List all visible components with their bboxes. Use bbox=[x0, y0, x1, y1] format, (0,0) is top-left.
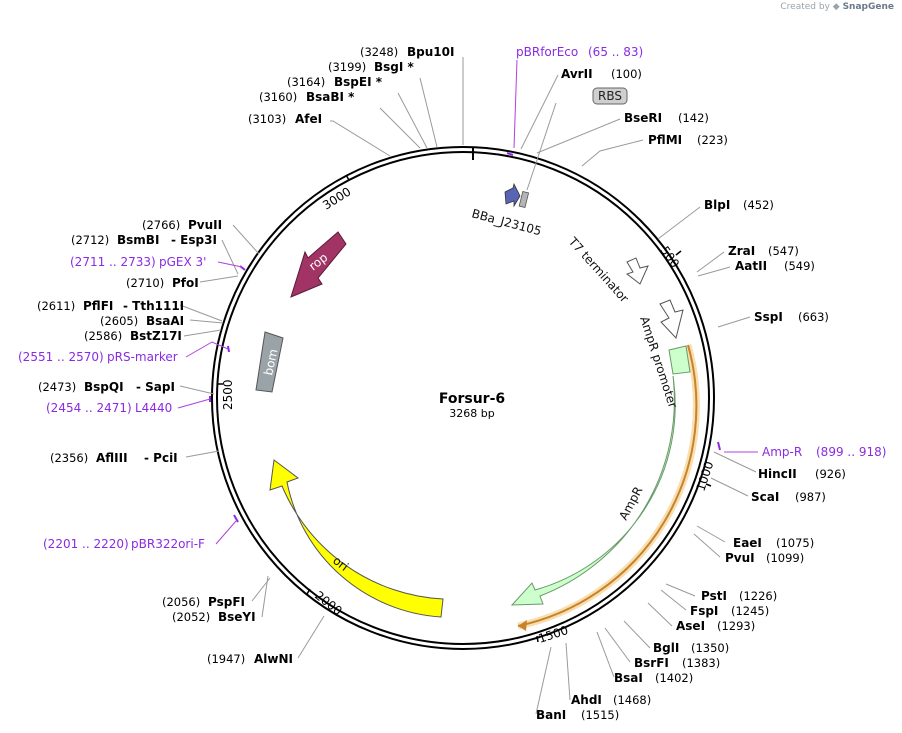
feature-ampr-label: AmpR bbox=[616, 484, 645, 522]
enzyme-site-afei[interactable]: (3103)AfeI bbox=[248, 112, 322, 126]
enzyme-site-bseri[interactable]: BseRI(142) bbox=[624, 111, 709, 125]
bba-j23105-icon[interactable] bbox=[504, 182, 521, 208]
feature-ori-arrow[interactable] bbox=[269, 459, 444, 618]
snapgene-logo-icon: ◆ bbox=[832, 2, 840, 12]
primer-site-amp-r bbox=[717, 441, 721, 451]
enzyme-site-bspqi[interactable]: (2473)BspQI- SapI bbox=[38, 380, 175, 394]
tick-1500: 1500 bbox=[537, 623, 570, 646]
backbone-inner-ring bbox=[216, 151, 710, 645]
backbone-outer-ring bbox=[211, 146, 715, 650]
primer-site-pbr322ori-f bbox=[233, 514, 239, 523]
enzyme-site-asei[interactable]: AseI(1293) bbox=[676, 619, 755, 633]
enzyme-site-bgli[interactable]: BglI(1350) bbox=[653, 641, 729, 655]
enzyme-site-eaei[interactable]: EaeI(1075) bbox=[733, 536, 814, 550]
enzyme-site-pvuii[interactable]: (2766)PvuII bbox=[142, 218, 222, 232]
orf-arrowhead-icon bbox=[518, 620, 527, 631]
tick-500: 500 bbox=[658, 244, 683, 271]
feature-ampr-promoter-shape[interactable] bbox=[668, 345, 691, 375]
primer-amp-r[interactable]: Amp-R(899 .. 918) bbox=[762, 445, 886, 459]
enzyme-site-alwni[interactable]: (1947)AlwNI bbox=[207, 652, 293, 666]
enzyme-site-pspfi[interactable]: (2056)PspFI bbox=[162, 595, 245, 609]
feature-bom-label: bom bbox=[261, 348, 280, 377]
t7-terminator-arrow-icon[interactable] bbox=[659, 299, 684, 340]
enzyme-site-bseyi[interactable]: (2052)BseYI bbox=[172, 610, 256, 624]
snapgene-watermark: Created by ◆ SnapGene bbox=[780, 2, 894, 12]
plasmid-name: Forsur-6 bbox=[439, 391, 505, 407]
primer-pbr322ori-f[interactable]: (2201 .. 2220)pBR322ori-F bbox=[43, 537, 205, 551]
enzyme-leaders bbox=[179, 57, 757, 715]
enzyme-site-aatii[interactable]: AatII(549) bbox=[735, 259, 815, 273]
enzyme-site-bsmbi[interactable]: (2712)BsmBI- Esp3I bbox=[71, 233, 217, 247]
enzyme-site-pvui[interactable]: PvuI(1099) bbox=[725, 551, 804, 565]
rbs-leader bbox=[526, 102, 557, 191]
rbs-label-box bbox=[592, 87, 628, 105]
feature-t7-terminator-label: T7 terminator bbox=[565, 234, 631, 306]
feature-rop-arrow[interactable] bbox=[290, 231, 347, 298]
enzyme-site-bstz17i[interactable]: (2586)BstZ17I bbox=[84, 329, 182, 343]
enzyme-site-bani[interactable]: BanI(1515) bbox=[536, 708, 619, 722]
feature-ampr-arrow[interactable] bbox=[510, 375, 676, 606]
enzyme-site-pflmi[interactable]: PflMI(223) bbox=[648, 133, 728, 147]
enzyme-site-bsaai[interactable]: (2605)BsaAI bbox=[100, 314, 184, 328]
enzyme-site-hincii[interactable]: HincII(926) bbox=[758, 467, 846, 481]
enzyme-site-avrii[interactable]: AvrII(100) bbox=[561, 67, 642, 81]
enzyme-site-bsabi[interactable]: (3160)BsaBI * bbox=[259, 90, 355, 104]
tick-2500: 2500 bbox=[221, 379, 235, 410]
feature-bom-shape[interactable] bbox=[255, 331, 284, 393]
enzyme-site-bsrfi[interactable]: BsrFI(1383) bbox=[634, 656, 720, 670]
primer-site-pbrforeco bbox=[506, 152, 514, 156]
feature-bba-j23105-label: BBa_J23105 bbox=[470, 206, 543, 238]
enzyme-site-bpu10i[interactable]: (3248)Bpu10I bbox=[360, 45, 454, 59]
rbs-label: RBS bbox=[598, 89, 622, 103]
enzyme-site-afliii[interactable]: (2356)AflIII- PciI bbox=[50, 451, 178, 465]
enzyme-site-blpi[interactable]: BlpI(452) bbox=[704, 198, 774, 212]
watermark-brand: SnapGene bbox=[842, 2, 894, 12]
enzyme-site-pfoi[interactable]: (2710)PfoI bbox=[126, 276, 199, 290]
watermark-prefix: Created by bbox=[780, 2, 830, 12]
primer-leaders bbox=[177, 59, 758, 545]
orf-line bbox=[517, 344, 698, 627]
enzyme-site-ahdi[interactable]: AhdI(1468) bbox=[571, 693, 651, 707]
rbs-shape[interactable] bbox=[518, 190, 530, 208]
enzyme-site-fspi[interactable]: FspI(1245) bbox=[690, 604, 769, 618]
tick-1000: 1000 bbox=[694, 460, 717, 493]
enzyme-site-scai[interactable]: ScaI(987) bbox=[751, 490, 826, 504]
enzyme-site-pflfi[interactable]: (2611)PflFI- Tth111I bbox=[37, 299, 184, 313]
primer-l4440[interactable]: (2454 .. 2471)L4440 bbox=[46, 401, 172, 415]
primer-pbrforeco[interactable]: pBRforEco(65 .. 83) bbox=[516, 45, 643, 59]
enzyme-site-bspei[interactable]: (3164)BspEI * bbox=[287, 75, 383, 89]
enzyme-site-psti[interactable]: PstI(1226) bbox=[701, 589, 777, 603]
enzyme-site-zrai[interactable]: ZraI(547) bbox=[728, 244, 799, 258]
enzyme-site-bsai[interactable]: BsaI(1402) bbox=[614, 671, 693, 685]
enzyme-site-bsgi[interactable]: (3199)BsgI * bbox=[328, 60, 415, 74]
primer-site-prs-marker bbox=[227, 345, 230, 353]
enzyme-site-sspi[interactable]: SspI(663) bbox=[754, 310, 829, 324]
primer-prs-marker[interactable]: (2551 .. 2570)pRS-marker bbox=[18, 350, 178, 364]
plasmid-length: 3268 bp bbox=[449, 407, 494, 420]
primer-pgex3[interactable]: (2711 .. 2733)pGEX 3' bbox=[70, 255, 206, 269]
t7-terminator-icon[interactable] bbox=[625, 257, 649, 285]
